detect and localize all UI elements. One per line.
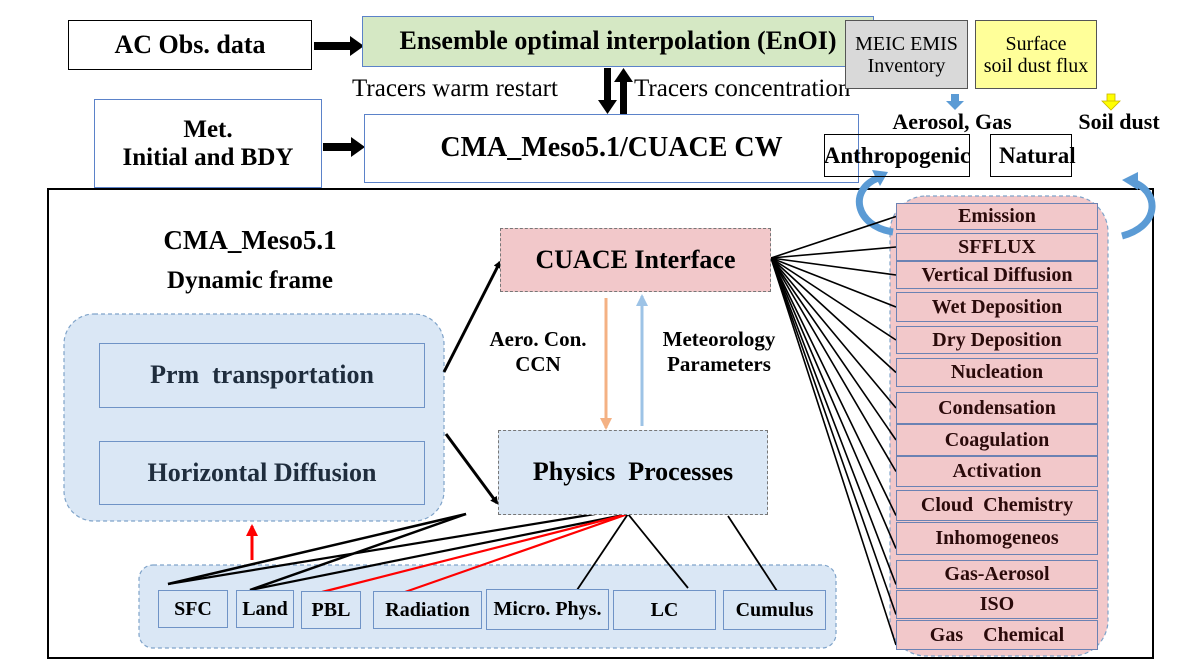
surface-line1: Surface xyxy=(1005,32,1067,55)
tracers-concentration-label: Tracers concentration xyxy=(634,75,851,102)
arrow-met-to-cma xyxy=(323,137,365,157)
line-pbl xyxy=(321,512,629,594)
aero-con-line2: CCN xyxy=(515,352,561,377)
line-land-b xyxy=(249,512,629,592)
dynamic-frame-title-line1: CMA_Meso5.1 xyxy=(163,225,337,255)
prm-transportation-label: Prm transportation xyxy=(150,360,374,390)
parameters-line2: Parameters xyxy=(667,352,771,377)
fan-line-1 xyxy=(770,246,897,259)
cuace-process-wet-deposition: Wet Deposition xyxy=(896,292,1098,322)
line-lc xyxy=(627,513,689,589)
physics-module-micro-phys: Micro. Phys. xyxy=(486,589,609,630)
fan-line-10 xyxy=(770,257,897,549)
cuace-process-iso: ISO xyxy=(896,590,1098,619)
cuace-process-dry-deposition: Dry Deposition xyxy=(896,326,1098,354)
cuace-interface-label: CUACE Interface xyxy=(535,244,736,274)
cuace-process-condensation: Condensation xyxy=(896,392,1098,424)
physics-processes-box: Physics Processes xyxy=(498,430,768,515)
cuace-process-nucleation: Nucleation xyxy=(896,358,1098,387)
cuace-fan-lines xyxy=(770,215,897,646)
surface-soil-dust-box: Surface soil dust flux xyxy=(975,20,1097,89)
line-microphys xyxy=(576,513,629,591)
ac-obs-data-box: AC Obs. data xyxy=(68,20,312,70)
line-land xyxy=(249,512,467,592)
natural-label: Natural xyxy=(999,142,1076,168)
curved-arrow-natural xyxy=(1120,172,1156,240)
fan-line-13 xyxy=(770,257,897,646)
fan-line-3 xyxy=(770,257,897,308)
physics-module-sfc: SFC xyxy=(158,590,228,628)
cma-cuace-cw-box: CMA_Meso5.1/CUACE CW xyxy=(364,114,859,183)
curved-arrow-anthropogenic xyxy=(855,170,894,236)
surface-line2: soil dust flux xyxy=(983,54,1089,77)
cuace-interface-box: CUACE Interface xyxy=(500,228,771,292)
physics-module-lc: LC xyxy=(613,590,716,630)
line-sfc-b xyxy=(167,512,596,586)
fan-line-0 xyxy=(770,215,897,259)
physics-processes-label: Physics Processes xyxy=(532,457,734,487)
cuace-process-gas-aerosol: Gas-Aerosol xyxy=(896,560,1098,589)
meic-emis-box: MEIC EMIS Inventory xyxy=(845,20,968,89)
natural-box: Natural xyxy=(990,134,1076,177)
enoi-label: Ensemble optimal interpolation (EnOI) xyxy=(399,26,837,56)
aero-con-line1: Aero. Con. xyxy=(489,327,587,351)
arrow-warm-restart-down xyxy=(598,68,617,114)
arrow-to-physics-processes xyxy=(444,433,499,505)
cuace-process-vertical-diffusion: Vertical Diffusion xyxy=(896,261,1098,289)
physics-module-radiation: Radiation xyxy=(373,591,482,629)
cma-cuace-cw-label: CMA_Meso5.1/CUACE CW xyxy=(440,132,783,164)
cuace-process-sfflux: SFFLUX xyxy=(896,233,1098,261)
cuace-process-inhomogeneos: Inhomogeneos xyxy=(896,522,1098,555)
fan-line-12 xyxy=(770,257,897,615)
fan-line-2 xyxy=(770,257,897,276)
physics-module-cumulus: Cumulus xyxy=(723,590,826,630)
fan-line-9 xyxy=(770,257,897,516)
anthropogenic-box: Anthropogenic xyxy=(824,134,970,177)
enoi-box: Ensemble optimal interpolation (EnOI) xyxy=(362,16,874,67)
cuace-process-activation: Activation xyxy=(896,456,1098,487)
physics-module-land: Land xyxy=(236,590,294,628)
meic-line1: MEIC EMIS xyxy=(855,32,958,55)
ac-obs-data-label: AC Obs. data xyxy=(114,29,266,59)
meteorology-line1: Meteorology xyxy=(662,327,776,351)
met-initial-bdy-box: Met. Initial and BDY xyxy=(94,99,322,188)
line-radiation xyxy=(404,512,629,594)
physics-module-pbl: PBL xyxy=(301,591,361,629)
met-label-line2: Initial and BDY xyxy=(122,143,294,171)
dynamic-frame-title-line2: Dynamic frame xyxy=(167,267,333,294)
cuace-process-cloud-chemistry: Cloud Chemistry xyxy=(896,490,1098,521)
cuace-process-coagulation: Coagulation xyxy=(896,424,1098,456)
tracers-warm-restart-label: Tracers warm restart xyxy=(352,75,558,102)
aero-con-label: Aero. Con. CCN xyxy=(478,327,598,377)
line-sfc xyxy=(167,512,467,586)
physics-module-lines xyxy=(167,512,778,594)
meteorology-parameters-label: Meteorology Parameters xyxy=(648,327,790,377)
horizontal-diffusion-label: Horizontal Diffusion xyxy=(147,457,377,487)
arrow-obs-to-enoi xyxy=(314,36,364,56)
soil-dust-label: Soil dust xyxy=(1078,109,1160,134)
cuace-process-emission: Emission xyxy=(896,203,1098,230)
arrow-meic-down xyxy=(946,94,964,110)
cuace-process-gas-chemical: Gas Chemical xyxy=(896,620,1098,650)
anthropogenic-label: Anthropogenic xyxy=(823,142,971,168)
horizontal-diffusion-box: Horizontal Diffusion xyxy=(99,441,425,505)
arrow-concentration-up xyxy=(614,68,633,114)
meic-line2: Inventory xyxy=(867,54,946,77)
met-label-line1: Met. xyxy=(183,116,233,143)
arrow-surface-down xyxy=(1101,93,1121,111)
aerosol-gas-label: Aerosol, Gas xyxy=(892,109,1012,134)
fan-line-11 xyxy=(770,257,897,585)
prm-transportation-box: Prm transportation xyxy=(99,343,425,408)
line-cumulus xyxy=(727,515,778,592)
